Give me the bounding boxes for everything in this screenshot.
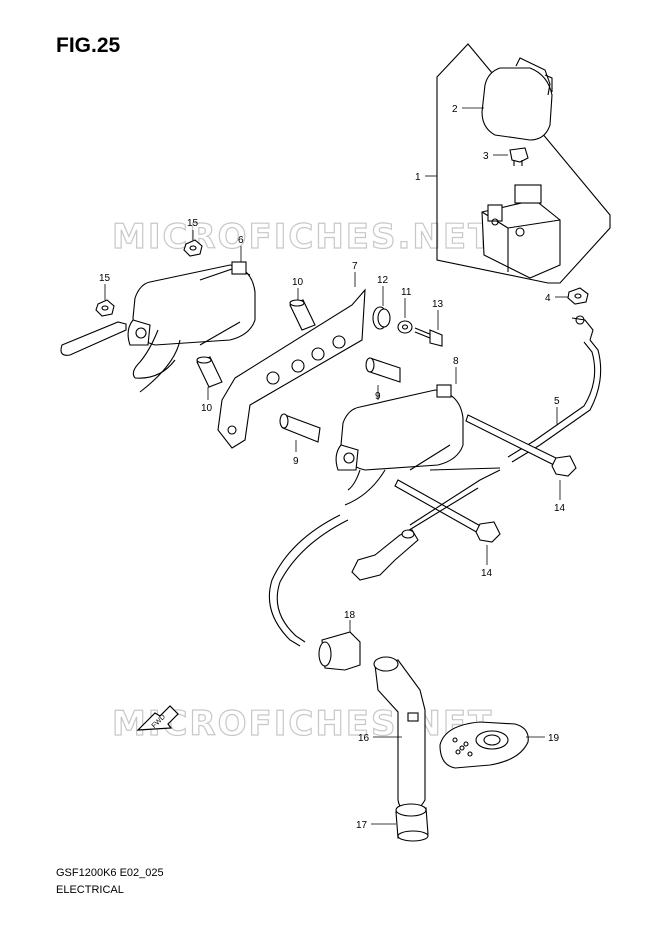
nut-15-upper [183,239,203,257]
bolt-14-lower [394,479,501,543]
callout-3: 3 [483,151,489,162]
callout-15-lower: 15 [99,273,111,284]
plug-cover-plate [439,721,529,769]
model-code: GSF1200K6 E02_025 [56,867,164,879]
callout-13: 13 [432,299,444,310]
callout-9-upper: 9 [375,391,381,402]
ignition-coil-upper [127,261,256,393]
callout-5: 5 [554,396,560,407]
coil-bracket-plate [217,288,366,449]
callout-14-upper: 14 [554,503,566,514]
callout-10-lower: 10 [201,403,213,414]
callout-18: 18 [344,610,356,621]
callout-4: 4 [545,293,551,304]
leader-lines [104,107,568,825]
callout-11: 11 [401,287,412,298]
callout-14-lower: 14 [481,568,493,579]
callout-1: 1 [415,172,421,183]
callout-8: 8 [453,356,459,367]
fuse [509,147,529,163]
figure-title: FIG.25 [56,34,121,57]
forward-arrow-icon: FWD [136,705,179,731]
relay-cover-tab [515,57,551,96]
callout-16: 16 [358,733,370,744]
callout-9-lower: 9 [293,456,299,467]
spacer-10-upper [289,299,316,331]
watermark-top: MICROFICHES.NET [112,217,493,257]
callout-15-upper: 15 [187,218,199,229]
screw-4 [567,287,589,305]
spacer-9-lower [279,413,321,443]
callout-19: 19 [548,733,560,744]
lead-wire [507,315,602,463]
spacer-9-upper [365,357,401,383]
washer [397,320,413,334]
relay-cover [481,67,553,141]
boot [318,631,361,671]
ignition-coil-lower [335,384,501,506]
plug-cap-upper [351,529,419,581]
callout-6: 6 [238,235,244,246]
coil-wire-terminal [60,321,127,356]
bolt-13 [414,327,443,347]
callout-12: 12 [377,275,389,286]
high-tension-lead [268,469,501,647]
plug-cap-ring [395,803,429,842]
callout-2: 2 [452,104,458,115]
section-name: ELECTRICAL [56,884,124,896]
starter-relay-assembly [436,43,611,284]
nut-15-lower [95,299,115,317]
grommet [372,306,391,330]
callout-17: 17 [356,820,368,831]
callout-10-upper: 10 [292,277,304,288]
spacer-10-lower [196,356,223,388]
callout-7: 7 [352,261,358,272]
bolt-14-upper [465,414,577,477]
